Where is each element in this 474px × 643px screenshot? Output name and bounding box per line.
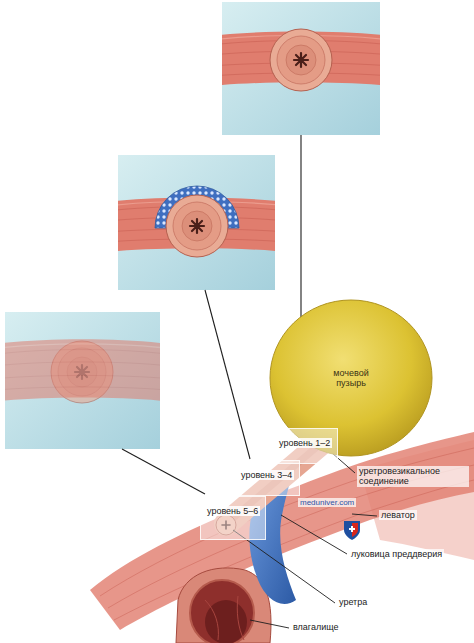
label-leader	[233, 453, 377, 628]
vagina-shape	[205, 600, 247, 643]
inset-leader	[122, 449, 205, 494]
site-logo	[344, 521, 360, 540]
level-label: уровень 5–6	[205, 506, 260, 516]
part-label: леватор	[379, 510, 417, 520]
inset-level-3-4	[166, 195, 228, 257]
vagina-shape	[176, 568, 271, 643]
inset-level-1-2	[270, 29, 332, 91]
inset-level-5-6	[0, 312, 172, 449]
level-label: уровень 1–2	[277, 438, 332, 448]
label-leader	[250, 620, 289, 628]
vagina-shape	[205, 596, 244, 640]
inset-leader	[205, 290, 250, 459]
watermark: meduniver.com	[298, 498, 356, 507]
label-leader	[281, 515, 347, 554]
level-label: уровень 3–4	[239, 470, 294, 480]
levator-muscle	[100, 448, 474, 596]
vagina-shape	[190, 580, 254, 643]
organ-label: мочевой пузырь	[320, 368, 382, 389]
inset-level-5-6	[5, 339, 160, 403]
label-leader	[233, 530, 335, 603]
part-label: уретровезикальное соединение	[357, 466, 469, 487]
label-leader	[352, 514, 377, 516]
part-label: луковица преддверия	[349, 549, 444, 559]
inset-level-1-2	[222, 29, 380, 91]
levator-muscle	[90, 432, 474, 630]
inset-level-3-4	[118, 186, 275, 257]
level-box: уровень 5–6	[200, 496, 266, 540]
site-logo	[344, 521, 360, 540]
levator-muscle	[90, 432, 474, 630]
site-logo	[349, 526, 355, 532]
inset-level-1-2	[211, 2, 391, 135]
inset-level-5-6	[5, 339, 160, 402]
part-label: уретра	[337, 597, 369, 607]
level-box: уровень 3–4	[234, 460, 300, 496]
part-label: влагалище	[291, 622, 341, 632]
inset-level-3-4	[107, 155, 287, 290]
level-box: уровень 1–2	[272, 428, 338, 464]
